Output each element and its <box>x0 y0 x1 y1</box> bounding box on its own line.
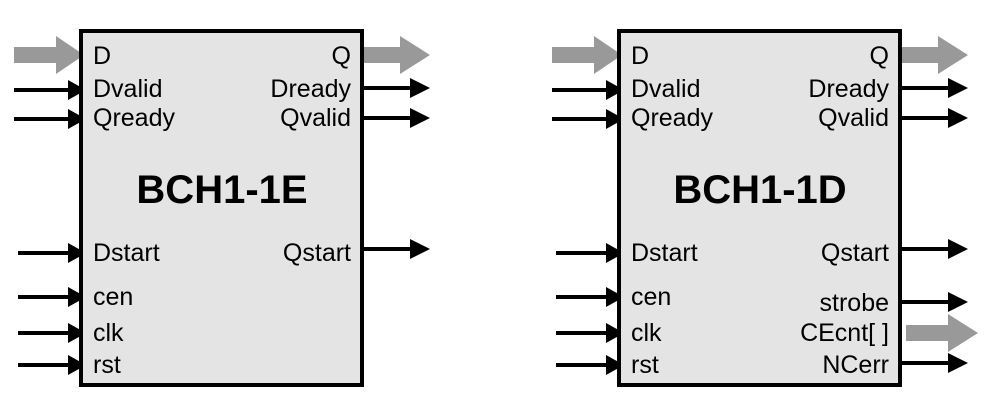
decoder-input-wire-dstart[interactable] <box>556 243 624 263</box>
decoder-pin-label-dstart: Dstart <box>631 239 698 267</box>
encoder-pin-label-qvalid: Qvalid <box>280 104 351 132</box>
decoder-pin-label-qvalid: Qvalid <box>818 104 889 132</box>
decoder-input-wire-rst[interactable] <box>556 355 624 375</box>
decoder-output-wire-ncerr[interactable] <box>898 353 968 373</box>
encoder-block-body[interactable] <box>79 29 364 387</box>
encoder-input-wire-rst[interactable] <box>18 355 86 375</box>
block-encoder[interactable]: D Dvalid Qready Dstart cen clk rst Q Dre… <box>14 29 430 387</box>
encoder-output-wires <box>360 36 430 259</box>
decoder-pin-label-rst: rst <box>631 351 659 379</box>
decoder-output-wire-qstart[interactable] <box>898 239 968 259</box>
decoder-pin-label-clk: clk <box>631 319 662 347</box>
decoder-input-wire-cen[interactable] <box>556 287 624 307</box>
encoder-output-wire-dready[interactable] <box>360 78 430 98</box>
decoder-pin-label-cen: cen <box>631 283 671 311</box>
encoder-input-bus-d[interactable] <box>14 36 84 74</box>
encoder-block-title: BCH1-1E <box>136 168 307 212</box>
decoder-pin-label-dready: Dready <box>808 75 889 103</box>
encoder-input-wire-cen[interactable] <box>18 287 86 307</box>
encoder-output-wire-qstart[interactable] <box>360 239 430 259</box>
encoder-input-wire-clk[interactable] <box>18 323 86 343</box>
decoder-input-wire-dvalid[interactable] <box>552 80 624 100</box>
decoder-pin-label-qstart: Qstart <box>821 239 889 267</box>
encoder-pin-label-q: Q <box>332 42 351 70</box>
block-decoder[interactable]: D Dvalid Qready Dstart cen clk rst Q Dre… <box>552 29 978 387</box>
decoder-pin-label-q: Q <box>870 42 889 70</box>
decoder-output-wire-dready[interactable] <box>898 78 968 98</box>
encoder-pin-label-clk: clk <box>93 319 124 347</box>
encoder-pin-label-rst: rst <box>93 351 121 379</box>
decoder-input-wires <box>552 36 624 375</box>
decoder-pin-label-d: D <box>631 42 649 70</box>
decoder-pin-label-strobe: strobe <box>820 289 889 317</box>
encoder-input-wire-dvalid[interactable] <box>14 80 86 100</box>
decoder-input-wire-qready[interactable] <box>552 109 624 129</box>
decoder-input-bus-d[interactable] <box>552 36 622 74</box>
decoder-output-bus-q[interactable] <box>898 36 968 74</box>
decoder-pin-label-cecnt: CEcnt[ ] <box>800 319 889 347</box>
decoder-block-body[interactable] <box>617 29 902 387</box>
decoder-pin-label-qready: Qready <box>631 104 713 132</box>
decoder-output-wire-strobe[interactable] <box>898 292 968 312</box>
decoder-pin-label-ncerr: NCerr <box>822 351 889 379</box>
decoder-output-bus-cecnt[interactable] <box>906 314 978 352</box>
encoder-pin-label-cen: cen <box>93 283 133 311</box>
decoder-pin-label-dvalid: Dvalid <box>631 75 700 103</box>
encoder-pin-label-dready: Dready <box>270 75 351 103</box>
decoder-output-wires <box>898 36 978 373</box>
encoder-pin-label-d: D <box>93 42 111 70</box>
encoder-pin-label-dvalid: Dvalid <box>93 75 162 103</box>
decoder-input-wire-clk[interactable] <box>556 323 624 343</box>
encoder-input-wire-dstart[interactable] <box>18 243 86 263</box>
decoder-output-wire-qvalid[interactable] <box>898 108 968 128</box>
encoder-output-bus-q[interactable] <box>360 36 430 74</box>
encoder-input-wire-qready[interactable] <box>14 109 86 129</box>
encoder-pin-label-qready: Qready <box>93 104 175 132</box>
decoder-block-title: BCH1-1D <box>673 168 846 212</box>
encoder-pin-label-dstart: Dstart <box>93 239 160 267</box>
encoder-output-wire-qvalid[interactable] <box>360 108 430 128</box>
encoder-input-wires <box>14 36 86 375</box>
encoder-pin-label-qstart: Qstart <box>283 239 351 267</box>
